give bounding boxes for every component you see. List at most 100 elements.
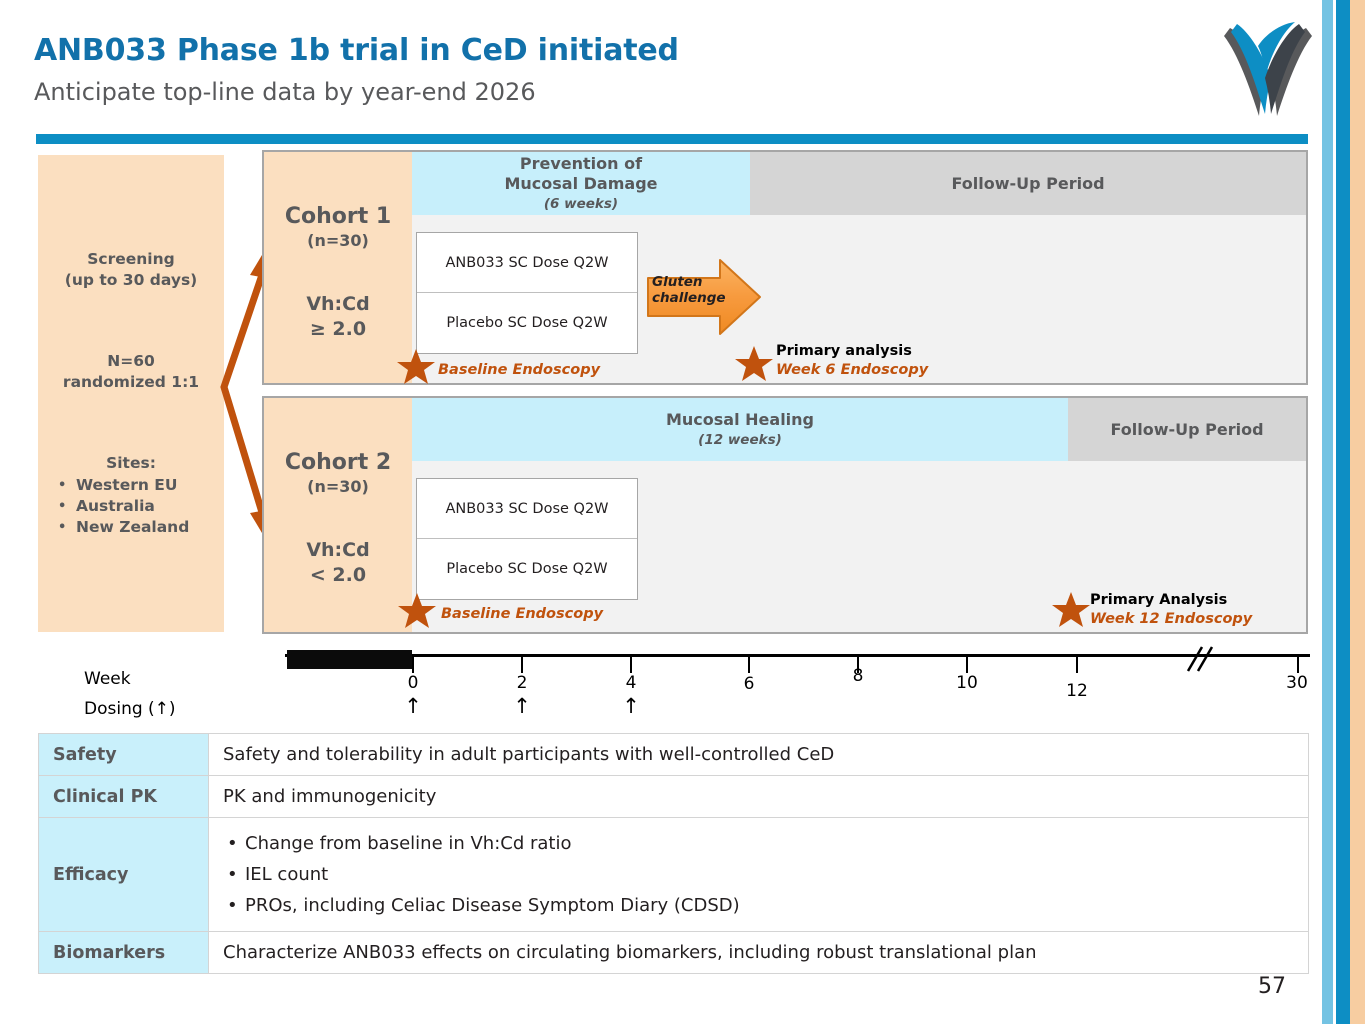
list-item: PROs, including Celiac Disease Symptom D… — [223, 890, 1294, 921]
cohort-2-phase-line1: Mucosal Healing — [665, 409, 814, 429]
timeline-tick-label-4: 4 — [625, 673, 637, 693]
cohort-2-primary-label: Primary Analysis — [1090, 592, 1228, 608]
gluten-challenge-line2: challenge — [652, 290, 726, 306]
objective-category-clinical-pk: Clinical PK — [38, 775, 209, 818]
list-item: New Zealand — [50, 517, 224, 538]
cohort-1-primary-label: Primary analysis — [776, 343, 912, 359]
cohort-2-arm-placebo: Placebo SC Dose Q2W — [446, 561, 608, 577]
cohort-1-phase-line1: Prevention of — [519, 153, 643, 173]
timeline-axis — [285, 654, 1310, 657]
cohort-1-phase-line2: Mucosal Damage — [504, 173, 658, 193]
cohort-1-name: Cohort 1 — [284, 204, 392, 229]
cohort-2-vhcd: Vh:Cd < 2.0 — [264, 538, 412, 588]
objective-text-clinical-pk: PK and immunogenicity — [208, 775, 1309, 818]
screening-enrollment: N=60 randomized 1:1 — [38, 351, 224, 393]
timeline-tick-2 — [521, 657, 523, 673]
cohort-1-n: (n=30) — [307, 231, 369, 250]
list-item: Australia — [50, 496, 224, 517]
screening-panel: Screening (up to 30 days) N=60 randomize… — [38, 155, 224, 632]
dosing-arrow-week-2: ↑ — [513, 694, 531, 718]
screening-randomization: randomized 1:1 — [62, 373, 200, 391]
timeline-tick-label-12: 12 — [1066, 681, 1088, 701]
gluten-challenge-label: Gluten challenge — [652, 274, 726, 306]
axis-break-icon — [1186, 646, 1214, 672]
objective-category-efficacy: Efficacy — [38, 817, 209, 932]
page-title: ANB033 Phase 1b trial in CeD initiated — [34, 33, 679, 68]
timeline-tick-label-8: 8 — [852, 666, 864, 686]
table-row: Efficacy Change from baseline in Vh:Cd r… — [38, 817, 1309, 932]
cohort-2-vhcd-line2: < 2.0 — [309, 564, 367, 586]
cohort-1-vhcd: Vh:Cd ≥ 2.0 — [264, 292, 412, 342]
timeline-tick-10 — [966, 657, 968, 673]
timeline-tick-label-6: 6 — [743, 674, 755, 694]
cohort-1-panel: Cohort 1 (n=30) Vh:Cd ≥ 2.0 Prevention o… — [262, 150, 1308, 385]
cohort-2-name: Cohort 2 — [284, 450, 392, 475]
dosing-arrow-week-0: ↑ — [404, 694, 422, 718]
cohort-1-arm-placebo: Placebo SC Dose Q2W — [446, 315, 608, 331]
table-row: Biomarkers Characterize ANB033 effects o… — [38, 931, 1309, 974]
timeline-tick-12 — [1076, 657, 1078, 673]
primary-analysis-star-icon-1 — [735, 346, 773, 381]
cohort-2-followup-band: Follow-Up Period — [1068, 398, 1306, 461]
timeline-tick-label-0: 0 — [407, 673, 419, 693]
baseline-endoscopy-star-icon-1 — [397, 349, 435, 384]
timeline-week-label: Week — [84, 669, 131, 689]
cohort-1-label: Cohort 1 (n=30) Vh:Cd ≥ 2.0 — [264, 152, 412, 383]
cohort-1-baseline-endoscopy-label: Baseline Endoscopy — [438, 362, 601, 378]
edge-stripe-white-2 — [1333, 0, 1336, 1024]
dosing-arrow-week-4: ↑ — [622, 694, 640, 718]
page-number: 57 — [1258, 974, 1286, 999]
cohort-1-followup-band: Follow-Up Period — [750, 152, 1306, 215]
cohort-1-treatment-band: Prevention of Mucosal Damage (6 weeks) — [412, 152, 750, 215]
cohort-1-primary-analysis: Primary analysis Week 6 Endoscopy — [776, 342, 928, 380]
timeline-tick-8 — [857, 657, 859, 673]
list-item: Change from baseline in Vh:Cd ratio — [223, 828, 1294, 859]
cohort-2-arms: ANB033 SC Dose Q2W Placebo SC Dose Q2W — [416, 478, 638, 600]
objective-text-efficacy: Change from baseline in Vh:Cd ratio IEL … — [208, 817, 1309, 932]
cohort-2-label: Cohort 2 (n=30) Vh:Cd < 2.0 — [264, 398, 412, 632]
timeline-tick-0 — [412, 657, 414, 673]
timeline-tick-30 — [1297, 657, 1299, 673]
list-item: IEL count — [223, 859, 1294, 890]
cohort-2-phase-duration: (12 weeks) — [698, 431, 782, 448]
efficacy-bullet-list: Change from baseline in Vh:Cd ratio IEL … — [223, 828, 1294, 921]
timeline-tick-label-10: 10 — [956, 673, 978, 693]
header-divider — [36, 134, 1308, 144]
objectives-table: Safety Safety and tolerability in adult … — [38, 733, 1309, 974]
cohort-2-primary-analysis: Primary Analysis Week 12 Endoscopy — [1090, 591, 1252, 629]
table-row: Clinical PK PK and immunogenicity — [38, 775, 1309, 818]
edge-stripe-dark-blue — [1336, 0, 1350, 1024]
cohort-1-arm-active: ANB033 SC Dose Q2W — [417, 233, 637, 293]
gluten-challenge-arrow-icon — [647, 259, 761, 335]
cohort-1-vhcd-line1: Vh:Cd — [306, 293, 370, 315]
objective-category-biomarkers: Biomarkers — [38, 931, 209, 974]
cohort-2-followup-label: Follow-Up Period — [1110, 419, 1264, 439]
timeline-tick-label-30: 30 — [1286, 673, 1308, 693]
cohort-2-panel: Cohort 2 (n=30) Vh:Cd < 2.0 Mucosal Heal… — [262, 396, 1308, 634]
cohort-1-primary-sub: Week 6 Endoscopy — [776, 362, 929, 378]
edge-stripe-peach — [1350, 0, 1365, 1024]
gluten-challenge-line1: Gluten — [652, 274, 703, 290]
cohort-1-vhcd-line2: ≥ 2.0 — [309, 318, 367, 340]
edge-stripe-light-blue — [1322, 0, 1333, 1024]
cohort-1-phase-duration: (6 weeks) — [543, 195, 619, 212]
edge-stripe-white — [1318, 0, 1322, 1024]
timeline-tick-4 — [630, 657, 632, 673]
objective-category-safety: Safety — [38, 733, 209, 776]
timeline-tick-6 — [748, 657, 750, 673]
list-item: Western EU — [50, 475, 224, 496]
timeline-screening-bar — [287, 650, 412, 669]
timeline-dosing-label: Dosing (↑) — [84, 699, 176, 719]
primary-analysis-star-icon-2 — [1052, 592, 1090, 627]
timeline-tick-label-2: 2 — [516, 673, 528, 693]
page-subtitle: Anticipate top-line data by year-end 202… — [34, 78, 536, 106]
cohort-2-treatment-band: Mucosal Healing (12 weeks) — [412, 398, 1068, 461]
screening-sites-label: Sites: — [106, 454, 156, 472]
cohort-1-followup-label: Follow-Up Period — [951, 173, 1105, 193]
screening-title-line2: (up to 30 days) — [64, 271, 198, 289]
baseline-endoscopy-star-icon-2 — [398, 593, 436, 628]
screening-sites-list: Western EU Australia New Zealand — [50, 475, 224, 538]
screening-n: N=60 — [107, 352, 155, 370]
cohort-2-vhcd-line1: Vh:Cd — [306, 539, 370, 561]
